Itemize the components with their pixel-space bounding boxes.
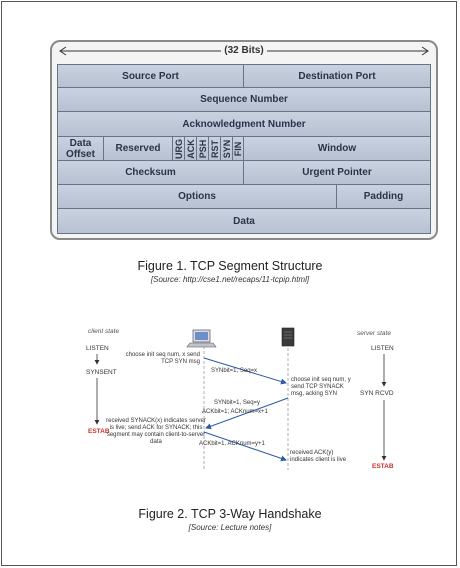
- syn-arrow: [203, 357, 287, 385]
- field-window: Window: [243, 136, 431, 161]
- field-data: Data: [57, 208, 431, 234]
- ack-arrow: [203, 431, 287, 462]
- server-state-syn-rcvd: SYN RCVD: [360, 390, 394, 397]
- server-note-2: received ACK(y) indicates client is live: [290, 450, 347, 463]
- client-state-listen: LISTEN: [86, 345, 109, 352]
- synack-message-2: ACKbit=1; ACKnum=x+1: [202, 409, 268, 415]
- figure2-source: [Source: Lecture notes]: [188, 523, 272, 532]
- figure1-caption: Figure 1. TCP Segment Structure: [137, 259, 323, 273]
- client-state-estab: ESTAB: [88, 428, 110, 435]
- synack-message-1: SYNbit=1, Seq=y: [214, 400, 261, 406]
- server-state-listen: LISTEN: [371, 345, 394, 352]
- server-note-1: choose init seq num, y send TCP SYNACK m…: [291, 377, 351, 397]
- client-state-heading: client state: [88, 328, 120, 335]
- bits-label: (32 Bits): [221, 45, 267, 56]
- ack-message: ACKbit=1, ACKnum=y+1: [199, 441, 265, 447]
- field-data-offset: Data Offset: [57, 136, 104, 161]
- field-checksum: Checksum: [57, 160, 244, 185]
- client-state-synsent: SYNSENT: [86, 369, 117, 376]
- field-destination-port: Destination Port: [243, 64, 431, 88]
- server-icon: [281, 327, 295, 347]
- client-note-2: received SYNACK(x) indicates server is l…: [106, 418, 206, 445]
- figure1-source: [Source: http://cse1.net/recaps/11-tcpip…: [150, 275, 310, 284]
- client-note-1: choose init seq num, x send TCP SYN msg: [125, 352, 200, 365]
- bit-width-indicator: (32 Bits): [57, 44, 431, 58]
- server-state-estab: ESTAB: [372, 463, 394, 470]
- field-options: Options: [57, 184, 337, 209]
- syn-message: SYNbit=1, Seq=x: [211, 368, 258, 374]
- server-state-heading: server state: [357, 330, 391, 337]
- field-urgent-pointer: Urgent Pointer: [243, 160, 431, 185]
- field-reserved: Reserved: [103, 136, 173, 161]
- field-sequence-number: Sequence Number: [57, 87, 431, 112]
- synack-arrow: [205, 397, 289, 430]
- figure2-caption: Figure 2. TCP 3-Way Handshake: [138, 507, 322, 521]
- computer-icon: [186, 329, 217, 348]
